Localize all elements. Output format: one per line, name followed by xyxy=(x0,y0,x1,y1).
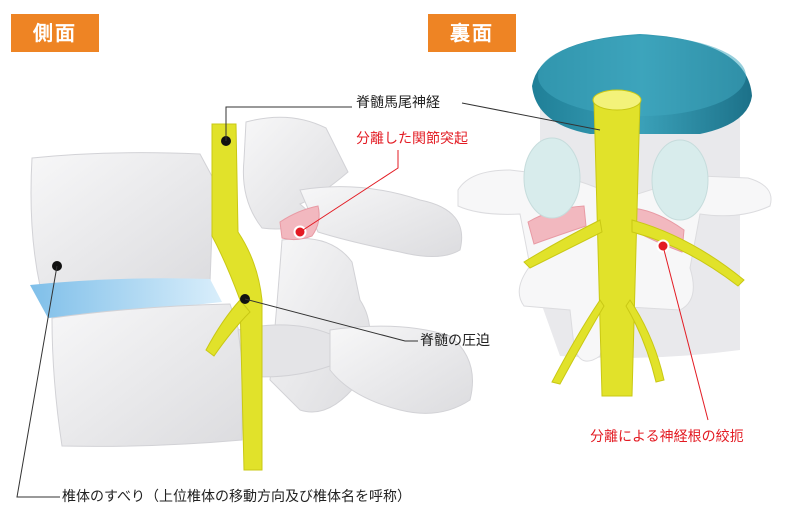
side-view-tag: 側面 xyxy=(11,14,99,52)
spinal-cord xyxy=(211,123,263,471)
root-strangulation-leader xyxy=(662,245,709,421)
cauda-leader-back xyxy=(461,102,601,131)
separated-facet-label: 分離した関節突起 xyxy=(356,131,468,147)
disc-top-surface xyxy=(538,36,746,116)
intervertebral-disc xyxy=(30,278,222,318)
compression-leader xyxy=(244,298,418,342)
cauda-label: 脊髄馬尾神経 xyxy=(356,95,440,111)
upper-spinous-process xyxy=(299,186,463,257)
back-spinal-cord xyxy=(593,99,641,397)
right-lower-root xyxy=(625,299,665,383)
left-lower-root xyxy=(551,299,605,385)
slip-leader xyxy=(16,265,60,498)
left-nerve-root xyxy=(523,219,603,269)
left-facet xyxy=(523,137,581,219)
upper-posterior-arch xyxy=(242,116,349,230)
facet-separation-area xyxy=(279,205,320,241)
cord-compression-label: 脊髄の圧迫 xyxy=(420,333,490,349)
cord-cross-section xyxy=(592,89,642,111)
slip-label: 椎体のすべり（上位椎体の移動方向及び椎体名を呼称） xyxy=(62,489,412,505)
separated-facet-leader xyxy=(299,150,399,233)
nerve-root-side xyxy=(205,299,251,357)
lower-spinous-process xyxy=(329,325,473,414)
side-view xyxy=(30,116,473,471)
right-facet xyxy=(651,139,709,221)
back-view xyxy=(457,34,772,397)
lower-vertebral-body xyxy=(51,303,243,447)
back-view-tag: 裏面 xyxy=(428,14,516,52)
cauda-leader xyxy=(225,106,352,141)
root-strangulation-label: 分離による神経根の絞扼 xyxy=(590,429,744,445)
leader-lines xyxy=(16,102,709,498)
